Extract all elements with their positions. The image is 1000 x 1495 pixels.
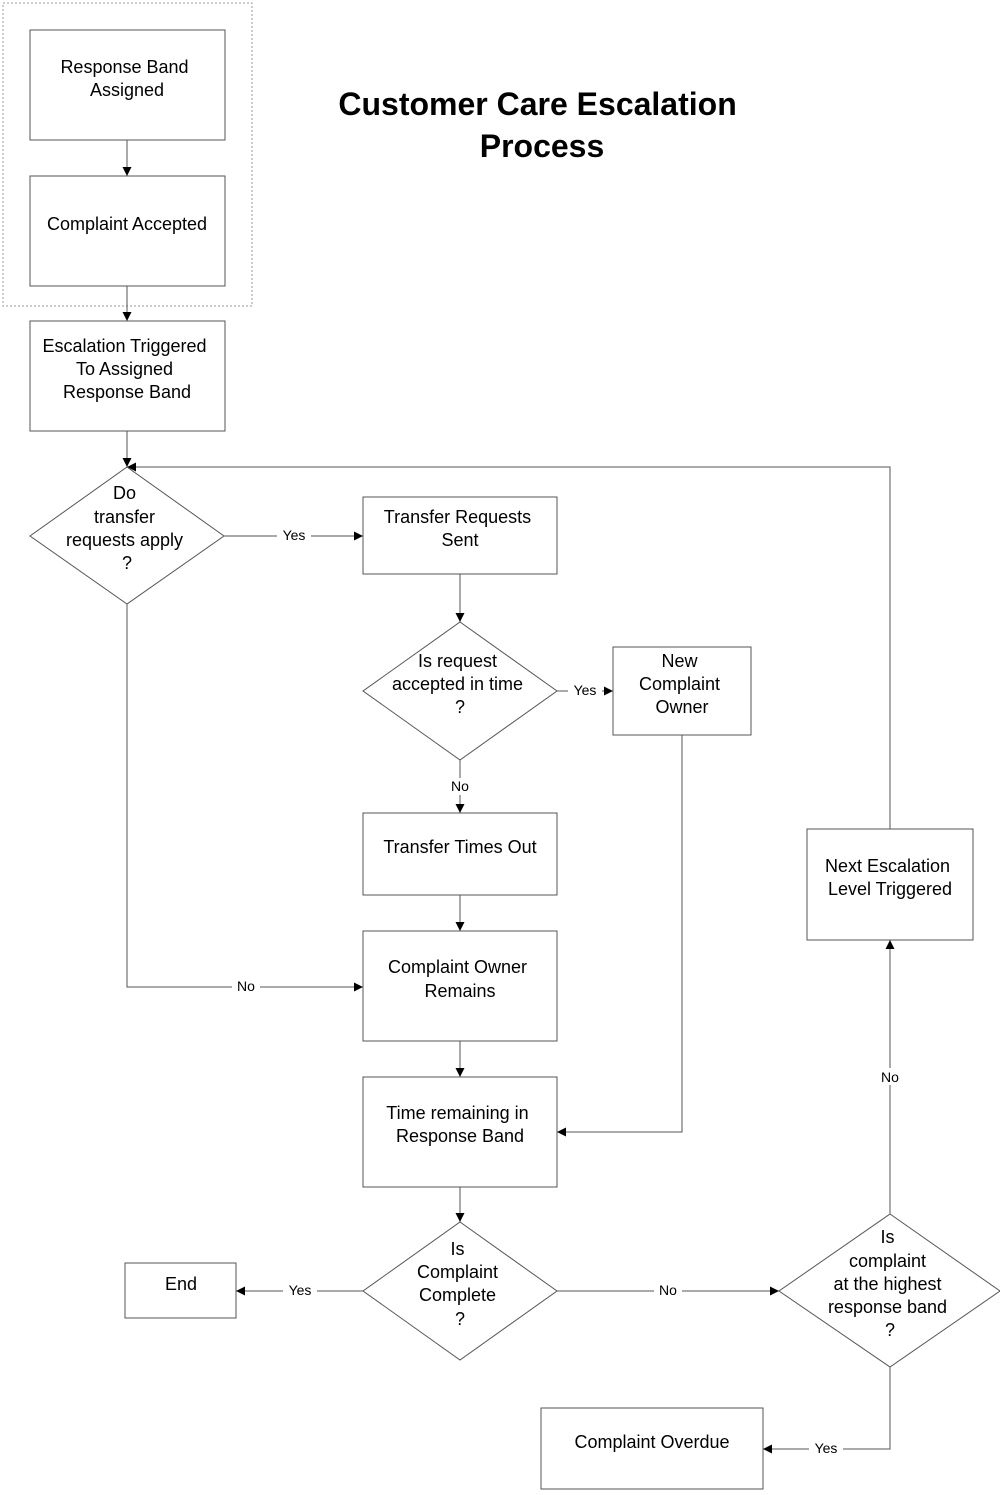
svg-text:End: End — [165, 1274, 197, 1294]
label-accepted-yes: Yes — [574, 682, 597, 698]
node-complaint-overdue: Complaint Overdue — [540, 1407, 764, 1490]
decision-is-complaint-complete: Is Complaint Complete ? — [362, 1221, 558, 1361]
label-complete-yes: Yes — [289, 1282, 312, 1298]
svg-text:Response Band Assigned: Response Band Assigned — [60, 57, 193, 100]
svg-text:Transfer Times Out: Transfer Times Out — [383, 837, 536, 857]
node-complaint-owner-remains: Complaint Owner Remains — [362, 930, 558, 1042]
svg-text:Next Escalation Level Tr: Next Escalation Level Triggered — [825, 856, 955, 899]
node-transfer-requests-sent: Transfer Requests Sent — [362, 496, 558, 575]
svg-text:Do transfer reques: Do transfer requests apply ? — [66, 483, 188, 573]
svg-text:Complaint Owner Remains: Complaint Owner Remains — [388, 957, 532, 1001]
label-highest-yes: Yes — [815, 1440, 838, 1456]
node-end: End — [124, 1262, 237, 1319]
node-escalation-triggered: Escalation Triggered To Assigned Respons… — [29, 320, 226, 432]
node-time-remaining-in-response-band: Time remaining in Response Band — [362, 1076, 558, 1188]
node-transfer-times-out: Transfer Times Out — [362, 812, 558, 896]
decision-is-complaint-at-highest-band: Is complaint at the highest response ban… — [778, 1213, 1000, 1368]
edge-new-owner-to-time-remaining — [557, 735, 683, 1137]
connectors — [122, 140, 895, 1454]
label-accepted-no: No — [451, 778, 469, 794]
label-transfer-no: No — [237, 978, 255, 994]
svg-text:Is Complaint Compl: Is Complaint Complete ? — [417, 1239, 503, 1329]
svg-text:Transfer Requests Sent: Transfer Requests Sent — [384, 507, 536, 550]
label-transfer-yes: Yes — [283, 527, 306, 543]
svg-text:Time remaining in Respon: Time remaining in Response Band — [386, 1103, 533, 1146]
node-next-escalation-level-triggered: Next Escalation Level Triggered — [806, 828, 974, 941]
node-complaint-accepted: Complaint Accepted — [29, 175, 226, 287]
edge-transfer-no — [126, 604, 363, 992]
diagram-title: Customer Care Escalation Process — [338, 86, 745, 164]
decision-do-transfer-requests-apply: Do transfer requests apply ? — [29, 466, 225, 605]
svg-text:Escalation Triggered To: Escalation Triggered To Assigned Respons… — [42, 336, 211, 402]
edge-next-level-loop — [127, 462, 891, 829]
label-highest-no: No — [881, 1069, 899, 1085]
node-response-band-assigned: Response Band Assigned — [29, 29, 226, 141]
decision-is-request-accepted-in-time: Is request accepted in time ? — [362, 621, 558, 761]
svg-text:Is request accepted in t: Is request accepted in time ? — [392, 651, 528, 717]
svg-text:Is complaint at th: Is complaint at the highest response ban… — [828, 1227, 952, 1340]
svg-text:New Complaint Owne: New Complaint Owner — [639, 651, 725, 717]
edge-highest-yes — [763, 1367, 891, 1454]
edge-labels: Yes No Yes No Yes No No Yes — [232, 527, 904, 1457]
label-complete-no: No — [659, 1282, 677, 1298]
svg-text:Complaint Accepted: Complaint Accepted — [47, 214, 207, 234]
svg-text:Complaint Overdue: Complaint Overdue — [574, 1432, 729, 1452]
node-new-complaint-owner: New Complaint Owner — [612, 646, 752, 736]
